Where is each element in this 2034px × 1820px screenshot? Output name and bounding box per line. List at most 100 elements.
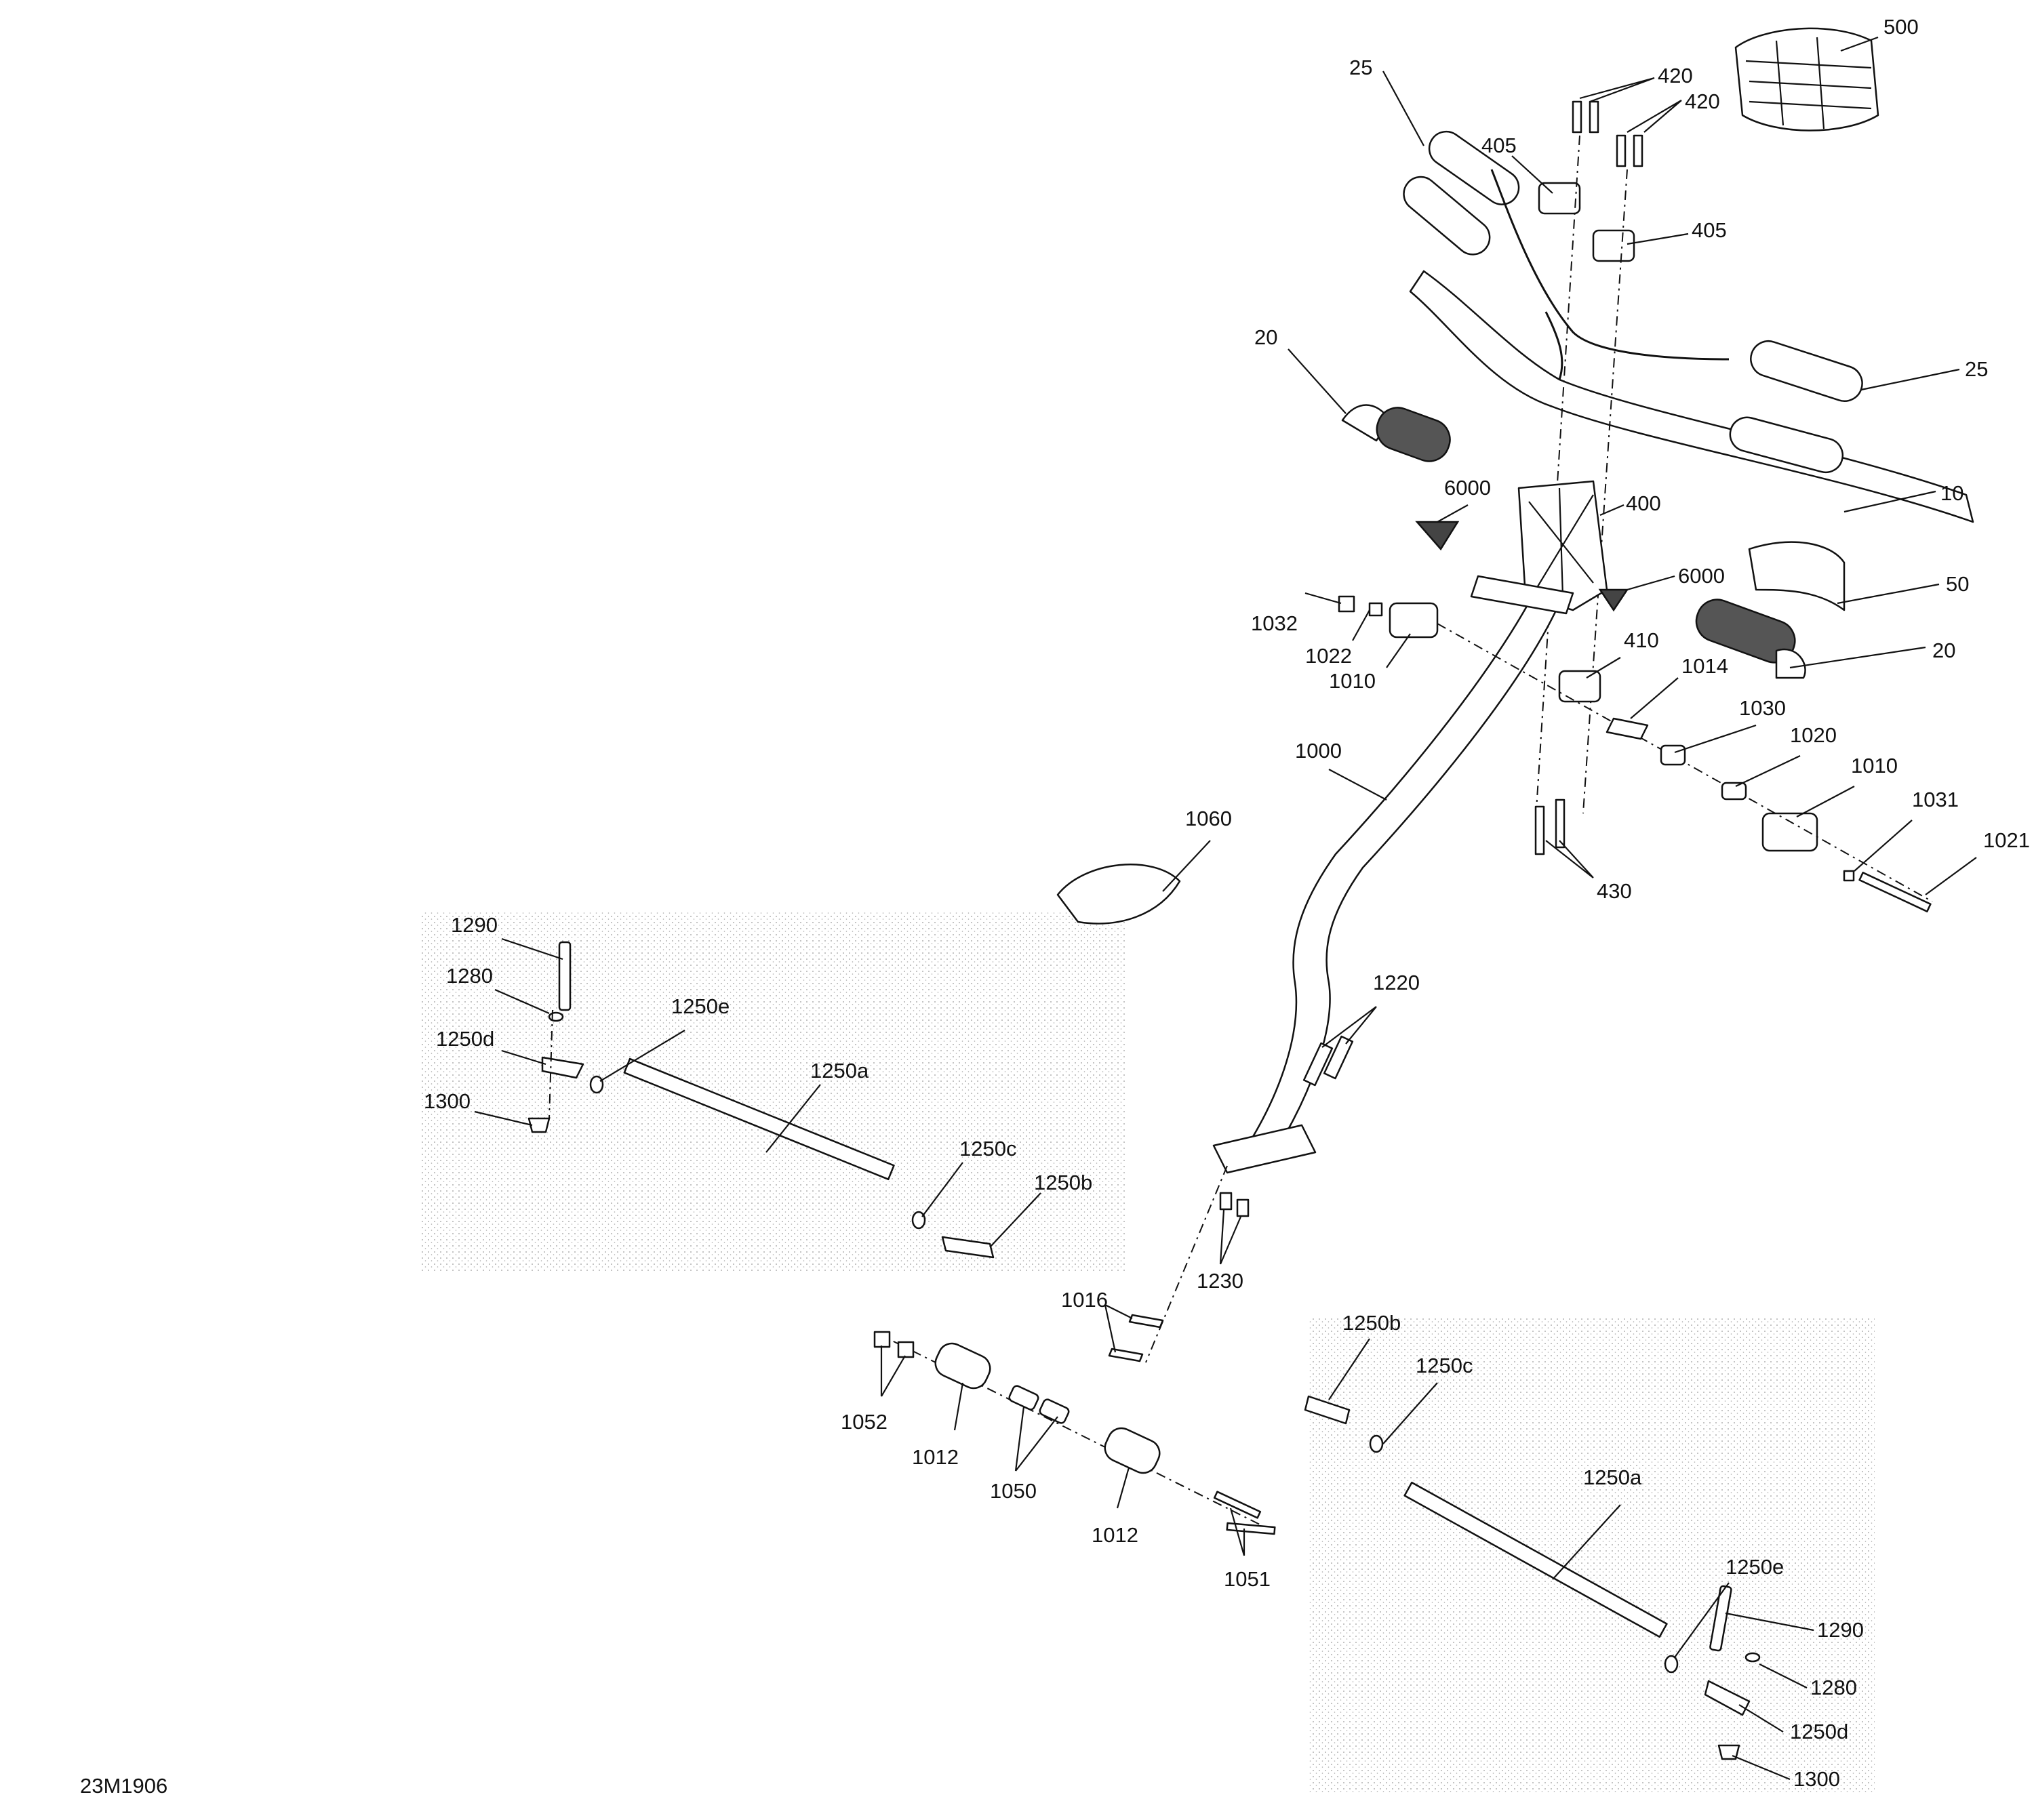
ball-joint-1250d-left	[541, 1056, 584, 1079]
callout-400: 400	[1626, 491, 1661, 515]
bolt-1051-1	[1213, 1491, 1262, 1519]
callout-1250b-a: 1250b	[1034, 1171, 1092, 1194]
callout-1280-a: 1280	[446, 964, 493, 988]
callout-1250d-a: 1250d	[436, 1027, 494, 1051]
bolt-420-1	[1572, 100, 1582, 134]
bolt-420-4	[1633, 134, 1643, 167]
clip-6000-left	[1415, 521, 1460, 551]
grip-heater-cable-2	[1544, 311, 1563, 380]
callout-405-a: 405	[1481, 134, 1517, 157]
washer-1031	[1843, 870, 1855, 882]
column-base-bracket	[1212, 1124, 1317, 1174]
clip-6000-right	[1598, 588, 1629, 612]
callout-1280-b: 1280	[1810, 1676, 1857, 1699]
grip-25-right	[1750, 340, 1863, 402]
spacer-1030	[1660, 744, 1686, 766]
callout-1051: 1051	[1224, 1567, 1271, 1591]
pin-1220-2	[1323, 1035, 1354, 1080]
callout-20-a: 20	[1254, 325, 1277, 349]
callout-1050: 1050	[990, 1479, 1037, 1503]
spacer-1014	[1606, 717, 1649, 740]
callout-1290-b: 1290	[1817, 1618, 1864, 1642]
tie-rod-panel-right	[1309, 1318, 1875, 1793]
callout-1010-b: 1010	[1851, 754, 1898, 777]
clip-1230-1	[1219, 1192, 1233, 1211]
callout-500: 500	[1883, 15, 1919, 39]
sleeve-1050-1	[1008, 1385, 1039, 1411]
callout-1290-a: 1290	[451, 913, 498, 937]
bolt-430-1	[1534, 805, 1545, 855]
leader-lines	[474, 36, 1977, 1781]
callout-labels: 500 420 420 25 405 405 25 20 10 6000 400…	[424, 15, 2030, 1791]
callout-10: 10	[1940, 481, 1963, 505]
callout-1010-a: 1010	[1329, 669, 1376, 693]
callout-1300-b: 1300	[1793, 1767, 1840, 1791]
handlebar	[1409, 270, 1974, 523]
callout-1022: 1022	[1305, 644, 1352, 668]
handlebar-end-50	[1748, 541, 1846, 611]
callout-1250b-b: 1250b	[1342, 1311, 1401, 1335]
bolt-420-2	[1589, 100, 1599, 134]
callout-1300-a: 1300	[424, 1089, 471, 1113]
bushing-1010-left	[1389, 602, 1439, 639]
bushing-1010-right	[1761, 812, 1818, 852]
callout-1030: 1030	[1739, 696, 1786, 720]
callout-1032: 1032	[1251, 611, 1298, 635]
washer-1280-right	[1744, 1652, 1761, 1663]
clamp-405-left	[1538, 182, 1581, 215]
bolt-1021	[1858, 872, 1932, 912]
callout-1250c-a: 1250c	[959, 1137, 1016, 1160]
nut-1300-left	[527, 1117, 551, 1133]
grip-plain-right	[1729, 416, 1844, 474]
callout-1021: 1021	[1983, 828, 2030, 852]
grip-left-upper	[1403, 176, 1491, 256]
assembly-axis-405	[1535, 135, 1628, 821]
callout-1250c-b: 1250c	[1416, 1354, 1473, 1377]
heated-grip-right	[1695, 599, 1806, 679]
callout-405-b: 405	[1692, 218, 1727, 242]
callout-6000-a: 6000	[1444, 476, 1491, 500]
callout-1250e-b: 1250e	[1726, 1555, 1784, 1579]
sleeve-1050-2	[1039, 1398, 1070, 1424]
steering-column	[1246, 595, 1561, 1154]
callout-1230: 1230	[1197, 1269, 1243, 1293]
nut-1052-1	[873, 1331, 891, 1348]
handlebar-pad	[1734, 27, 1879, 132]
washer-1022	[1368, 602, 1383, 617]
bolt-1290-left	[558, 941, 572, 1011]
callout-1014: 1014	[1681, 654, 1728, 678]
bracket-410	[1558, 670, 1601, 703]
callout-1020: 1020	[1790, 723, 1837, 747]
callout-430: 430	[1597, 879, 1632, 903]
column-axis-bottom	[1145, 1165, 1228, 1363]
heated-grip-left	[1341, 404, 1451, 462]
callout-420-b: 420	[1685, 89, 1720, 113]
grip-25-upper	[1428, 130, 1520, 205]
washer-1280-left	[548, 1011, 564, 1022]
pin-1016-1	[1128, 1314, 1164, 1329]
link-axis	[874, 1331, 1262, 1526]
callout-20-b: 20	[1932, 639, 1955, 662]
callout-1016: 1016	[1061, 1288, 1108, 1312]
ball-joint-1250d-right	[1704, 1680, 1751, 1716]
bolt-430-2	[1555, 798, 1566, 849]
clip-1230-2	[1236, 1198, 1250, 1217]
callout-1220: 1220	[1373, 971, 1420, 994]
callout-1250e-a: 1250e	[671, 994, 730, 1018]
pin-1016-2	[1108, 1348, 1144, 1362]
end-1250b-right	[1304, 1395, 1351, 1425]
diagram-id: 23M1906	[80, 1774, 167, 1798]
seal-1250e-right	[1664, 1655, 1679, 1674]
callout-1052: 1052	[841, 1410, 888, 1434]
callout-410: 410	[1624, 628, 1659, 652]
callout-1250a-b: 1250a	[1583, 1465, 1642, 1489]
callout-1250a-a: 1250a	[810, 1059, 869, 1083]
callout-50: 50	[1946, 572, 1969, 596]
pin-1220-1	[1302, 1042, 1334, 1087]
nut-1052-2	[897, 1341, 915, 1358]
nut-1032	[1338, 595, 1355, 613]
clamp-405-right	[1592, 229, 1635, 262]
cover-1060	[1056, 864, 1181, 925]
link-1012-right	[1104, 1427, 1161, 1474]
